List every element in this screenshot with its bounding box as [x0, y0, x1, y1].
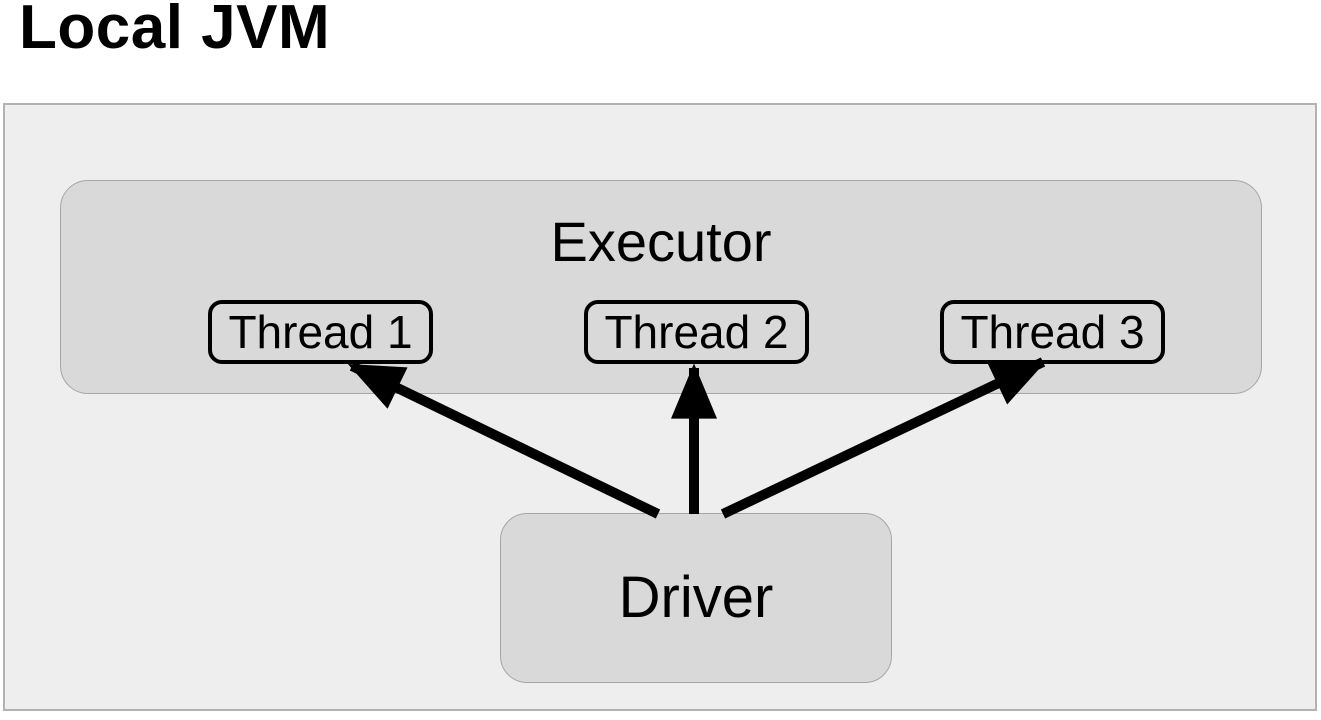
thread-3-label: Thread 3 — [960, 306, 1145, 358]
executor-node: Executor Thread 1 Thread 2 Thread 3 — [60, 180, 1262, 394]
thread-1-label: Thread 1 — [228, 306, 413, 358]
thread-2-label: Thread 2 — [604, 306, 789, 358]
thread-3-node: Thread 3 — [940, 300, 1165, 364]
driver-node: Driver — [500, 513, 892, 683]
local-jvm-container: Executor Thread 1 Thread 2 Thread 3 Driv… — [3, 103, 1317, 711]
executor-label: Executor — [550, 210, 772, 273]
page-title: Local JVM — [19, 0, 331, 62]
driver-label: Driver — [618, 565, 774, 630]
thread-2-node: Thread 2 — [584, 300, 809, 364]
thread-1-node: Thread 1 — [208, 300, 433, 364]
